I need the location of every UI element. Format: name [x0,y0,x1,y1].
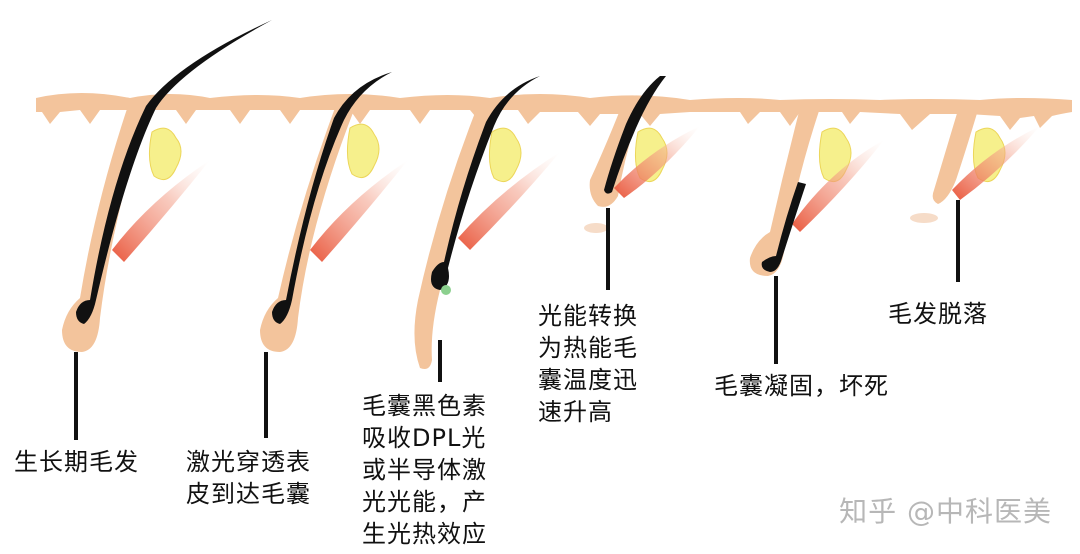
follicle-coagulate [749,108,884,276]
stage-label-line: 毛囊黑色素 [362,392,487,420]
stage-label-line: 生长期毛发 [14,448,139,476]
follicle-laser [260,72,408,352]
skin-surface [36,93,1072,130]
stage-label-line: 皮到达毛囊 [186,480,311,508]
stage-label-growth: 生长期毛发 [14,446,139,478]
follicle-growth [62,20,272,352]
follicle-shed [910,110,1040,223]
stage-label-line: 吸收DPL光 [362,424,487,452]
stage-label-line: 囊温度迅 [538,366,638,394]
stage-label-laser: 激光穿透表 皮到达毛囊 [186,446,311,510]
stage-label-line: 速升高 [538,398,613,426]
stage-label-coagulate: 毛囊凝固，坏死 [714,370,889,402]
stage-label-line: 或半导体激 [362,456,487,484]
stage-label-shed: 毛发脱落 [888,298,988,330]
stage-label-line: 毛发脱落 [888,300,988,328]
stage-label-melanin: 毛囊黑色素 吸收DPL光 或半导体激 光光能，产 生光热效应 [362,390,487,550]
stage-label-line: 激光穿透表 [186,448,311,476]
stage-label-line: 为热能毛 [538,334,638,362]
stage-label-line: 生光热效应 [362,520,487,548]
stage-label-line: 光光能，产 [362,488,487,516]
follicle-melanin [414,76,560,369]
stage-label-heat: 光能转换 为热能毛 囊温度迅 速升高 [538,300,638,428]
stage-label-line: 光能转换 [538,302,638,330]
watermark: 知乎 @中科医美 [839,495,1052,528]
follicle-heat [584,76,700,233]
stage-label-line: 毛囊凝固，坏死 [714,372,889,400]
